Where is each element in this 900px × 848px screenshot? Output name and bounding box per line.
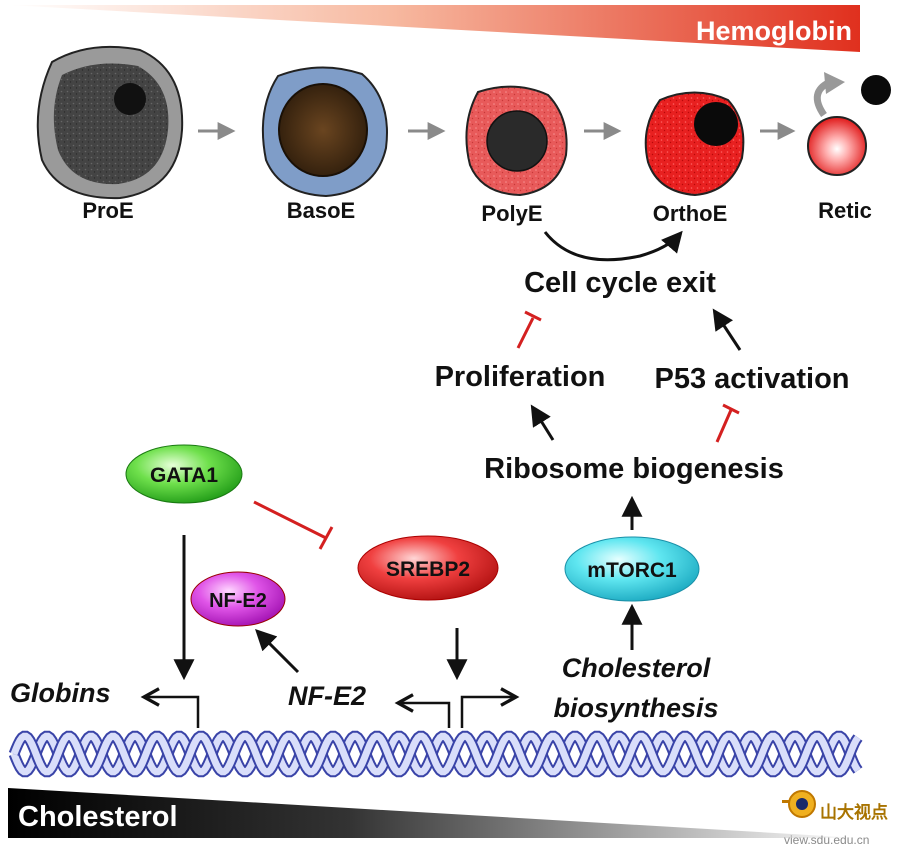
inhibit-bar [722,403,740,415]
cell-orthoe [644,91,745,197]
srebp2-label: SREBP2 [386,558,470,581]
cholesterol-label: Cholesterol [18,801,178,833]
cholesterol-gene-label-line1: Cholesterol [562,653,711,683]
hemoglobin-gradient [8,5,860,52]
ribosome-biogenesis-label: Ribosome biogenesis [484,453,784,485]
nfe2-protein-node [190,571,286,627]
dna-helix [8,730,863,778]
nfe2-promoter [398,703,451,728]
inhibit-bar [524,310,542,322]
nfe2-gene-to-protein-arrow [255,629,300,674]
ribosome-to-proliferation-arrow [530,404,555,441]
globins-gene-label: Globins [10,678,111,708]
p53-activation-label: P53 activation [654,363,849,395]
nfe2-gene-label: NF-E2 [288,681,366,711]
cell-label-orthoe: OrthoE [653,201,728,226]
inhibit-proliferation-cellcycle [516,317,535,349]
p53-to-cellcycle-arrow [712,308,742,351]
watermark-title: 山大视点 [820,802,888,822]
dna-strand-b [10,732,861,776]
nfe2-protein-label: NF-E2 [209,590,267,612]
cell-retic [807,72,891,176]
inhibit-bar [318,526,334,550]
cholesterol-gradient [8,788,860,838]
watermark-logo [782,790,816,818]
cholesterol-promoter [460,697,516,728]
gata1-node [125,444,243,504]
cell-basoe [261,66,388,198]
gata1-label: GATA1 [150,464,218,487]
inhibit-gata1-srebp2 [253,500,327,540]
cell-label-proe: ProE [82,198,133,223]
cell-label-polye: PolyE [481,201,542,226]
cell-proe [36,45,184,200]
mtorc1-label: mTORC1 [587,559,677,582]
polye-to-orthoe-arrow [543,230,683,262]
cell-polye [465,85,568,197]
proliferation-label: Proliferation [435,361,606,393]
cell-label-basoe: BasoE [287,198,355,223]
mtorc1-node [564,536,700,602]
cell-cycle-exit-label: Cell cycle exit [524,267,716,299]
cell-label-retic: Retic [818,198,872,223]
cholesterol-gene-label-line2: biosynthesis [553,693,718,723]
globins-promoter [144,697,200,728]
hemoglobin-label: Hemoglobin [696,16,852,46]
inhibit-ribosome-p53 [715,409,733,443]
watermark-url: view.sdu.edu.cn [784,833,869,847]
srebp2-node [357,535,499,601]
